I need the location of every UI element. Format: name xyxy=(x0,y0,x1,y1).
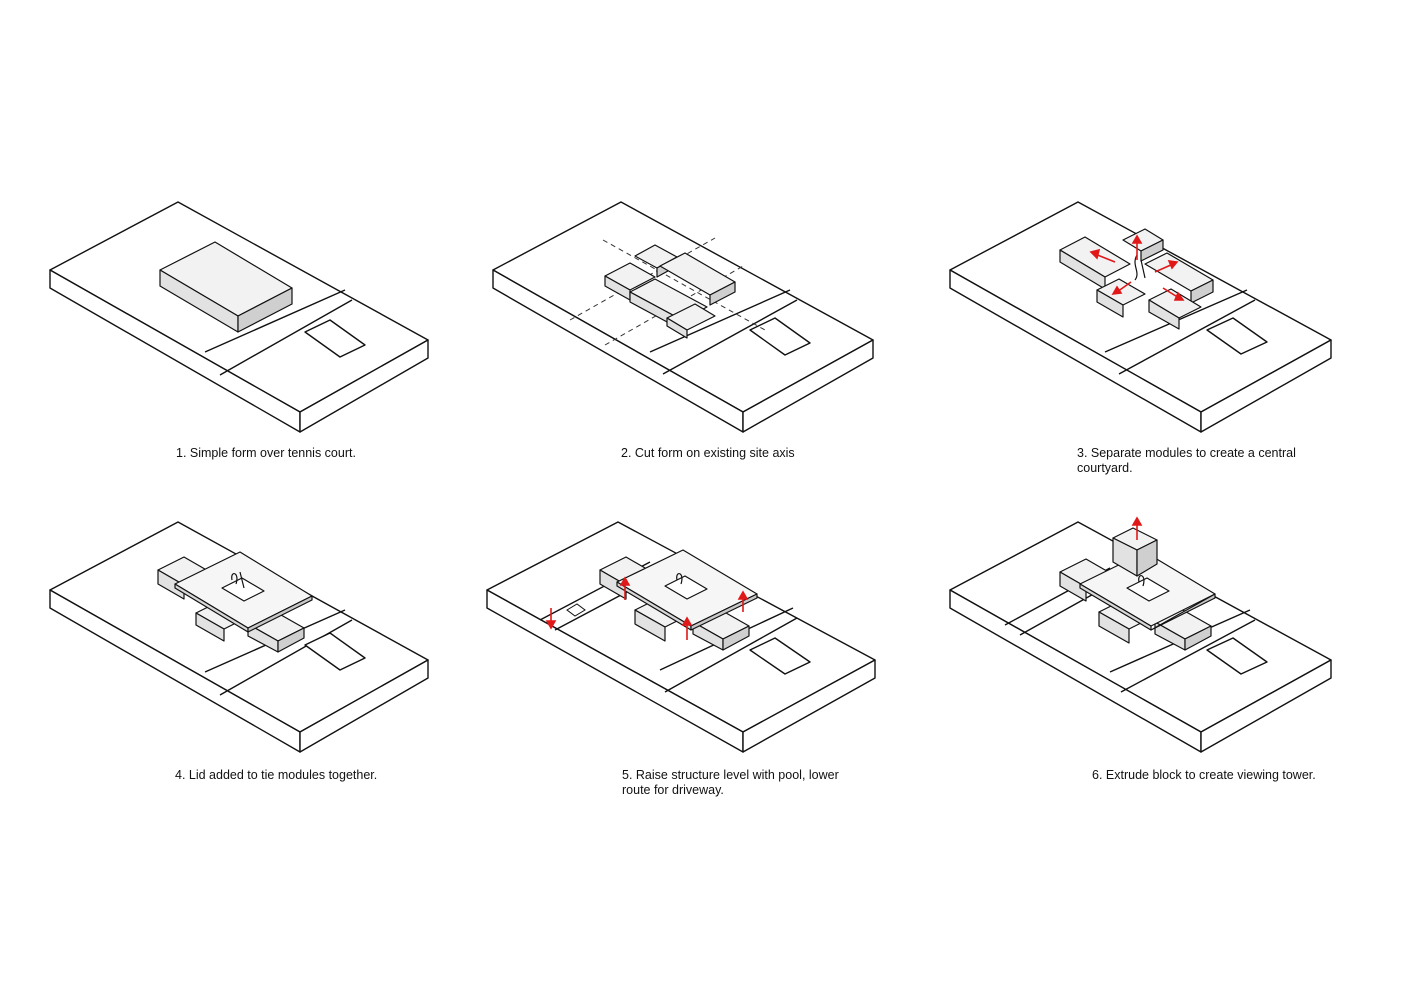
tree-sketch xyxy=(1138,575,1145,587)
diagram-step-3 xyxy=(905,180,1335,480)
diagram-step-5 xyxy=(445,500,876,800)
red-arrows xyxy=(1089,234,1185,301)
site-massing-drawing xyxy=(949,201,1332,433)
tree-sketch xyxy=(1134,254,1146,281)
site-slab xyxy=(949,201,1332,433)
raised-structure xyxy=(599,549,758,651)
red-arrows xyxy=(1131,516,1143,540)
site-massing-drawing xyxy=(492,201,874,433)
step-caption: 6. Extrude block to create viewing tower… xyxy=(1092,768,1316,782)
site-massing-drawing xyxy=(49,201,429,433)
tree-sketch xyxy=(676,573,683,585)
site-slab xyxy=(949,521,1332,753)
red-arrows xyxy=(545,576,749,640)
site-massing-drawing xyxy=(949,516,1332,753)
mass-block xyxy=(159,241,293,333)
diagram-step-1 xyxy=(0,180,430,480)
site-massing-drawing xyxy=(486,521,876,753)
step-caption: 5. Raise structure level with pool, lowe… xyxy=(622,768,839,797)
diagram-step-6 xyxy=(905,500,1335,800)
tree-sketch xyxy=(231,571,245,589)
diagram-step-2 xyxy=(445,180,875,480)
step-caption: 4. Lid added to tie modules together. xyxy=(175,768,378,782)
cut-blocks xyxy=(604,244,736,339)
site-massing-drawing xyxy=(49,521,429,753)
step-caption: 2. Cut form on existing site axis xyxy=(621,446,795,460)
modules-with-lid xyxy=(157,551,313,653)
car-icon xyxy=(566,603,586,617)
diagram-step-4 xyxy=(0,500,430,800)
step-caption: 3. Separate modules to create a central … xyxy=(1077,446,1296,475)
step-caption: 1. Simple form over tennis court. xyxy=(176,446,356,460)
structure-with-tower xyxy=(1059,527,1216,651)
